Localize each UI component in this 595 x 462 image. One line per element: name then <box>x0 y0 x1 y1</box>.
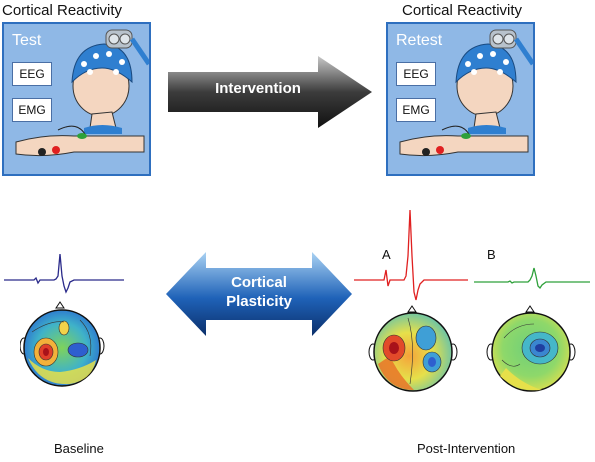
retest-title: Cortical Reactivity <box>402 2 523 19</box>
plasticity-label-line2: Plasticity <box>226 293 292 310</box>
retest-label: Retest <box>396 32 443 49</box>
post-intervention-caption: Post-Intervention <box>417 441 516 456</box>
baseline-trace <box>4 253 124 294</box>
test-subject-illustration <box>15 29 149 157</box>
retest-emg-tag: EMG <box>396 98 436 122</box>
retest-eeg-tag: EEG <box>396 62 436 86</box>
retest-subject-illustration <box>399 29 533 157</box>
trace-a-label: A <box>382 247 391 262</box>
test-eeg-tag: EEG <box>12 62 52 86</box>
test-emg-tag: EMG <box>12 98 52 122</box>
test-panel: Test EEG EMG <box>2 22 151 176</box>
trace-b <box>474 267 590 290</box>
plasticity-arrow <box>166 252 352 336</box>
baseline-caption: Baseline <box>54 441 104 456</box>
baseline-topomap <box>20 301 105 387</box>
trace-a <box>354 209 468 301</box>
retest-panel: Retest EEG EMG <box>386 22 535 176</box>
test-title: Cortical Reactivity <box>2 2 123 19</box>
post-topomap-a <box>368 305 458 392</box>
intervention-label: Intervention <box>215 80 301 97</box>
intervention-arrow <box>168 56 372 128</box>
post-topomap-b <box>486 305 576 392</box>
test-label: Test <box>12 32 42 49</box>
trace-b-label: B <box>487 247 496 262</box>
plasticity-label-line1: Cortical <box>231 274 287 291</box>
